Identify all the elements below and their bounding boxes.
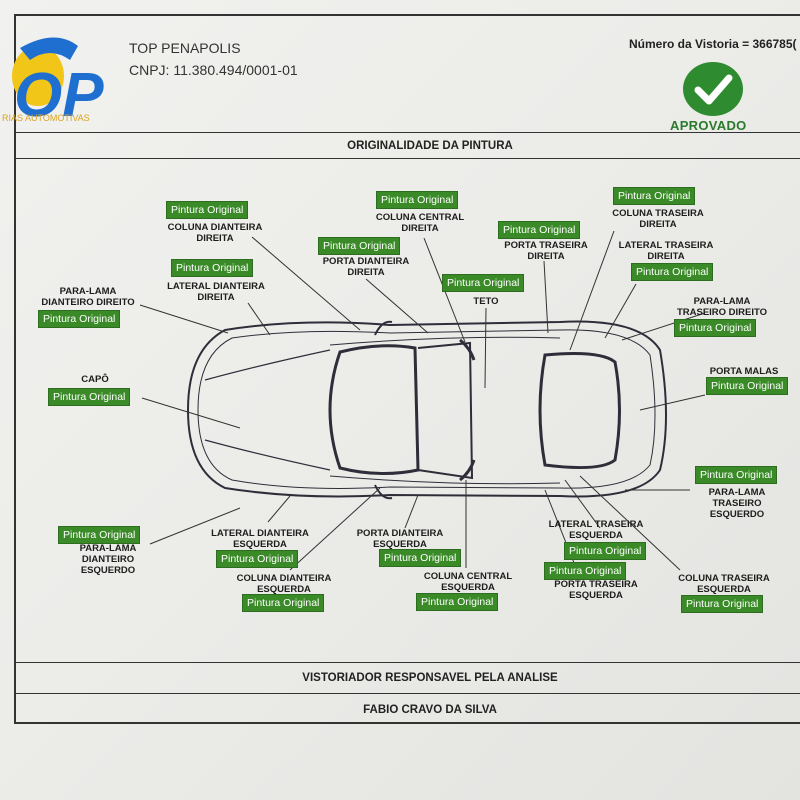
label-porta-malas: PORTA MALAS (709, 366, 779, 377)
document-frame (14, 14, 800, 724)
tag-lateral-dianteira-direita: Pintura Original (171, 259, 254, 277)
label-porta-traseira-direita: PORTA TRASEIRA DIREITA (504, 240, 588, 262)
label-porta-dianteira-direita: PORTA DIANTEIRA DIREITA (322, 256, 410, 278)
logo-tagline: RIAS AUTOMOTIVAS (2, 113, 90, 123)
label-coluna-dianteira-esquerda: COLUNA DIANTEIRA ESQUERDA (236, 573, 332, 595)
tag-capo: Pintura Original (48, 388, 131, 406)
tag-porta-dianteira-esquerda: Pintura Original (379, 549, 462, 567)
label-para-lama-traseiro-esquerdo: PARA-LAMA TRASEIRO ESQUERDO (708, 487, 766, 520)
section-title: ORIGINALIDADE DA PINTURA (347, 140, 513, 152)
tag-coluna-dianteira-esquerda: Pintura Original (242, 594, 325, 612)
label-coluna-traseira-esquerda: COLUNA TRASEIRA ESQUERDA (678, 573, 770, 595)
label-lateral-dianteira-esquerda: LATERAL DIANTEIRA ESQUERDA (211, 528, 309, 550)
tag-teto: Pintura Original (442, 274, 525, 292)
inspection-number: Número da Vistoria = 366785( (629, 37, 797, 51)
tag-lateral-traseira-direita: Pintura Original (631, 263, 714, 281)
tag-lateral-dianteira-esquerda: Pintura Original (216, 550, 299, 568)
label-para-lama-traseiro-direito: PARA-LAMA TRASEIRO DIREITO (676, 296, 768, 318)
tag-para-lama-dianteiro-esquerdo: Pintura Original (58, 526, 141, 544)
label-teto: TETO (473, 296, 499, 307)
divider (14, 693, 800, 694)
label-porta-dianteira-esquerda: PORTA DIANTEIRA ESQUERDA (356, 528, 444, 550)
tag-lateral-traseira-esquerda: Pintura Original (564, 542, 647, 560)
tag-porta-dianteira-direita: Pintura Original (318, 237, 401, 255)
tag-porta-traseira-direita: Pintura Original (498, 221, 581, 239)
top-logo: OP (12, 37, 104, 128)
tag-porta-traseira-esquerda: Pintura Original (544, 562, 627, 580)
label-para-lama-dianteiro-esquerdo: PARA-LAMA DIANTEIRO ESQUERDO (79, 543, 137, 576)
label-coluna-dianteira-direita: COLUNA DIANTEIRA DIREITA (167, 222, 263, 244)
tag-para-lama-dianteiro-direito: Pintura Original (38, 310, 121, 328)
tag-coluna-dianteira-direita: Pintura Original (166, 201, 249, 219)
tag-coluna-central-esquerda: Pintura Original (416, 593, 499, 611)
label-porta-traseira-esquerda: PORTA TRASEIRA ESQUERDA (554, 579, 638, 601)
svg-text:OP: OP (14, 61, 104, 128)
responsavel-name: FABIO CRAVO DA SILVA (363, 704, 497, 716)
tag-para-lama-traseiro-direito: Pintura Original (674, 319, 757, 337)
label-coluna-central-esquerda: COLUNA CENTRAL ESQUERDA (423, 571, 513, 593)
company-cnpj: CNPJ: 11.380.494/0001-01 (129, 62, 298, 78)
responsavel-title: VISTORIADOR RESPONSAVEL PELA ANALISE (302, 672, 558, 684)
tag-coluna-central-direita: Pintura Original (376, 191, 459, 209)
company-name: TOP PENAPOLIS (129, 40, 241, 56)
tag-coluna-traseira-direita: Pintura Original (613, 187, 696, 205)
label-lateral-dianteira-direita: LATERAL DIANTEIRA DIREITA (167, 281, 265, 303)
label-coluna-central-direita: COLUNA CENTRAL DIREITA (375, 212, 465, 234)
approved-check-icon (683, 62, 743, 116)
tag-para-lama-traseiro-esquerdo: Pintura Original (695, 466, 778, 484)
label-capo: CAPÔ (81, 374, 109, 385)
tag-coluna-traseira-esquerda: Pintura Original (681, 595, 764, 613)
tag-porta-malas: Pintura Original (706, 377, 789, 395)
approved-status: APROVADO (670, 118, 747, 133)
label-lateral-traseira-direita: LATERAL TRASEIRA DIREITA (618, 240, 714, 262)
divider (14, 132, 800, 133)
label-coluna-traseira-direita: COLUNA TRASEIRA DIREITA (612, 208, 704, 230)
divider (14, 662, 800, 663)
label-para-lama-dianteiro-direito: PARA-LAMA DIANTEIRO DIREITO (41, 286, 135, 308)
label-lateral-traseira-esquerda: LATERAL TRASEIRA ESQUERDA (548, 519, 644, 541)
divider (14, 158, 800, 159)
